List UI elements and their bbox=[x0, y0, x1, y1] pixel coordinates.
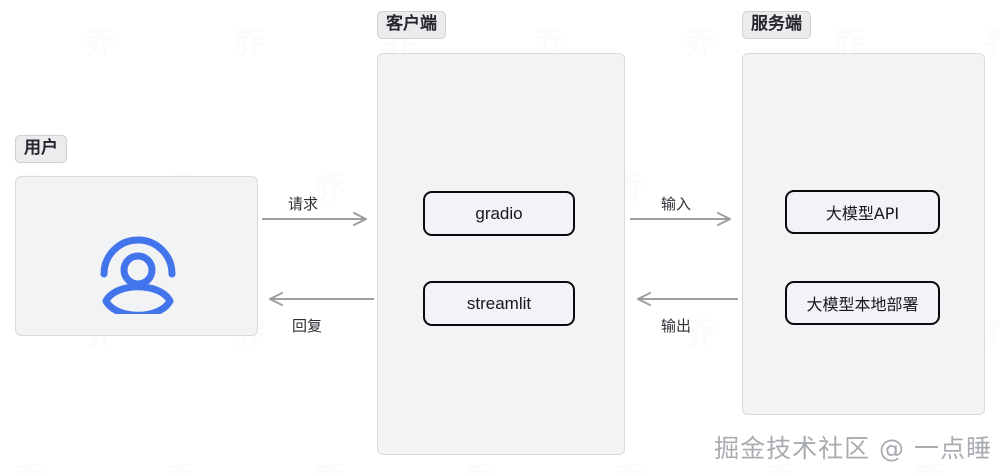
watermark-glyph: 乔 bbox=[315, 465, 345, 473]
arrow-label-request: 请求 bbox=[288, 195, 319, 213]
group-label-user: 用户 bbox=[15, 135, 67, 163]
arrow-request bbox=[262, 212, 367, 226]
group-label-client: 客户端 bbox=[377, 11, 446, 39]
node-streamlit[interactable]: streamlit bbox=[423, 281, 575, 326]
watermark-glyph: 乔 bbox=[985, 320, 1000, 350]
arrow-output bbox=[637, 292, 738, 306]
arrow-input bbox=[630, 212, 731, 226]
watermark-glyph: 乔 bbox=[165, 465, 195, 473]
watermark-glyph: 乔 bbox=[615, 465, 645, 473]
watermark-glyph: 乔 bbox=[685, 27, 715, 62]
arrow-label-input: 输入 bbox=[661, 195, 692, 213]
watermark-glyph: 乔 bbox=[315, 172, 345, 207]
node-llm-api[interactable]: 大模型API bbox=[785, 190, 940, 234]
node-llm-local-deploy[interactable]: 大模型本地部署 bbox=[785, 281, 940, 325]
watermark-glyph: 乔 bbox=[85, 27, 115, 62]
node-gradio[interactable]: gradio bbox=[423, 191, 575, 236]
watermark-glyph: 乔 bbox=[465, 465, 495, 473]
watermark-glyph: 乔 bbox=[985, 30, 1000, 60]
watermark-glyph: 乔 bbox=[765, 465, 795, 473]
arrow-label-output: 输出 bbox=[661, 317, 692, 335]
arrow-reply bbox=[269, 292, 374, 306]
group-box-server bbox=[742, 53, 985, 415]
credit-watermark: 掘金技术社区 @ 一点睡 bbox=[714, 434, 992, 463]
watermark-glyph: 乔 bbox=[235, 27, 265, 62]
watermark-glyph: 乔 bbox=[915, 465, 945, 473]
group-label-server: 服务端 bbox=[742, 11, 811, 39]
user-avatar-icon bbox=[92, 222, 184, 319]
watermark-glyph: 乔 bbox=[15, 465, 45, 473]
group-box-client bbox=[377, 53, 625, 455]
arrow-label-reply: 回复 bbox=[292, 317, 323, 335]
